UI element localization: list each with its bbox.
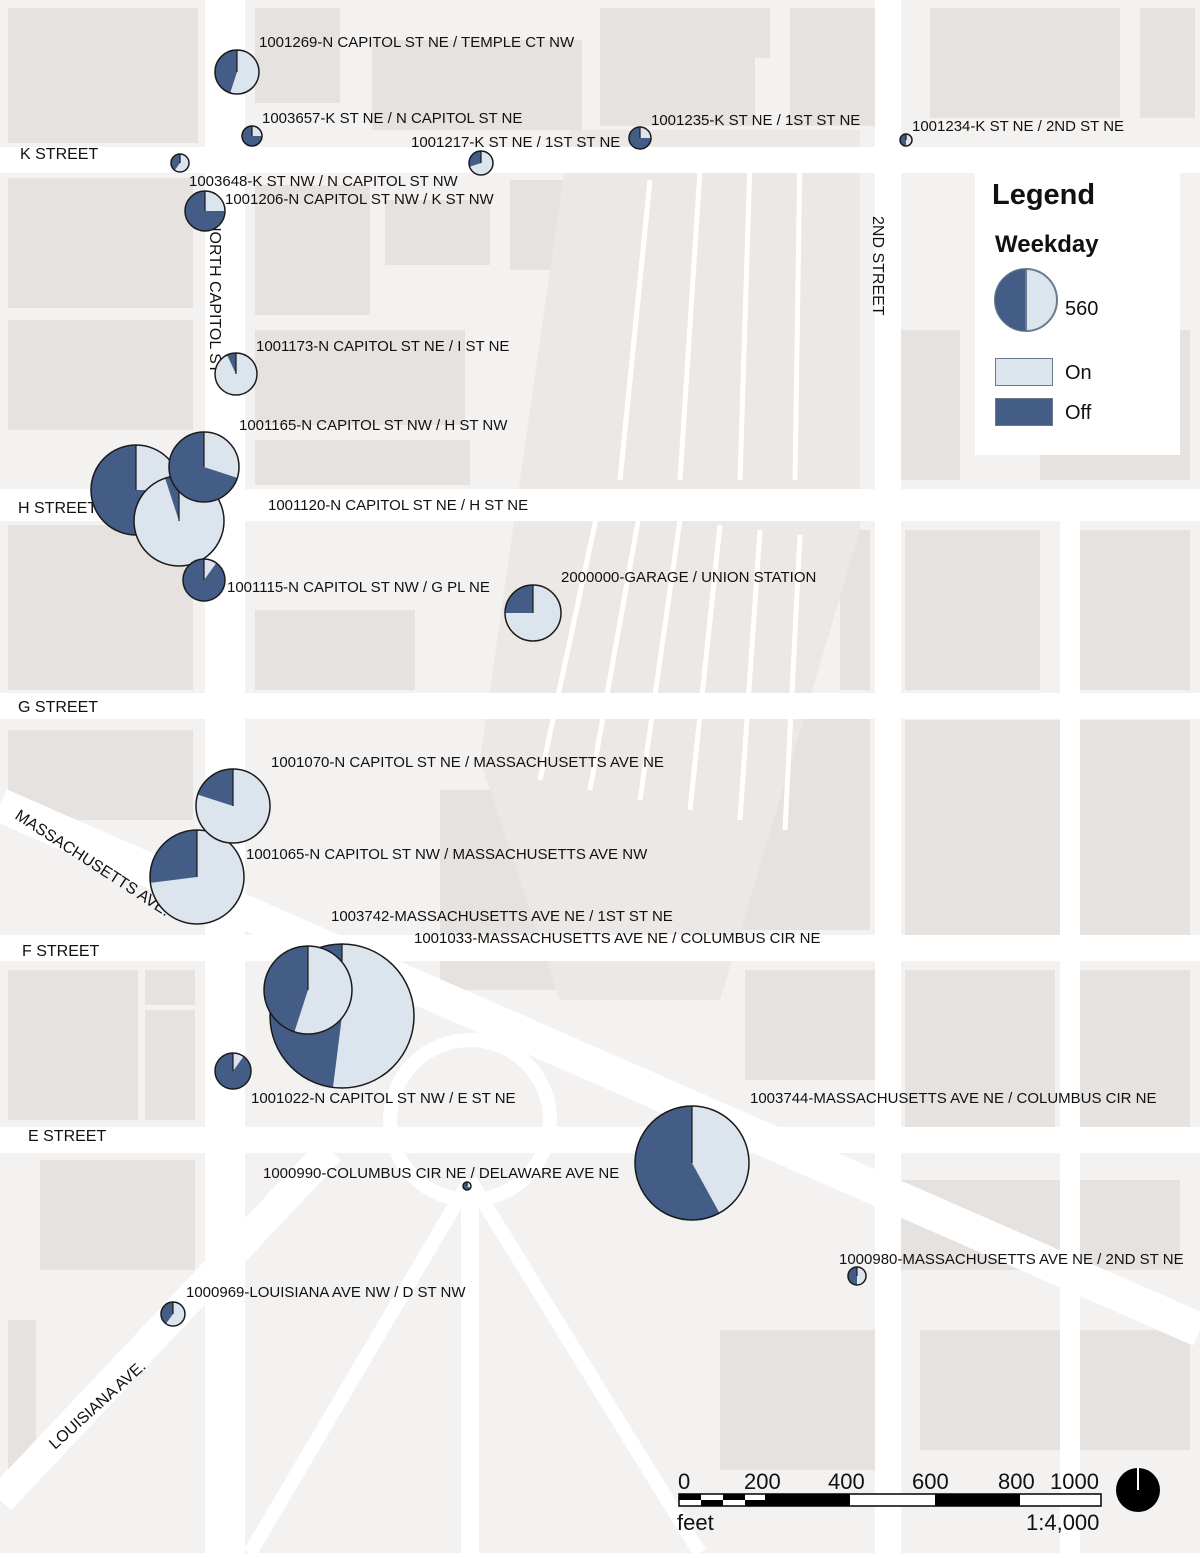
stop-label: 1000969-LOUISIANA AVE NW / D ST NW [186,1284,466,1301]
legend: Legend Weekday 560 On Off [975,165,1180,455]
scale-unit: feet [677,1510,714,1535]
stop-pie[interactable] [241,125,263,147]
stop-pie[interactable] [160,1301,186,1327]
stop-label: 1001165-N CAPITOL ST NW / H ST NW [239,417,508,434]
stop-label: 1001033-MASSACHUSETTS AVE NE / COLUMBUS … [414,930,821,947]
stop-label: 1003657-K ST NE / N CAPITOL ST NE [262,110,522,127]
north-arrow-icon [1116,1468,1160,1512]
stop-pie[interactable] [847,1266,867,1286]
stop-label: 1001173-N CAPITOL ST NE / I ST NE [256,338,509,355]
stop-label: 1003742-MASSACHUSETTS AVE NE / 1ST ST NE [331,908,673,925]
street-label-g: G STREET [18,699,98,716]
stop-label: 1001022-N CAPITOL ST NW / E ST NE [251,1090,516,1107]
street-label-f: F STREET [22,943,100,960]
street-label-north-capitol: NORTH CAPITOL ST [206,220,223,374]
stop-label: 1001065-N CAPITOL ST NW / MASSACHUSETTS … [246,846,648,863]
scale-ratio: 1:4,000 [1026,1510,1099,1535]
stop-label: 1003648-K ST NW / N CAPITOL ST NW [189,173,459,190]
legend-size-value: 560 [1065,298,1099,320]
stop-pie[interactable] [263,945,353,1035]
stop-label: 1001120-N CAPITOL ST NE / H ST NE [268,497,528,514]
legend-off-label: Off [1065,402,1092,424]
legend-off-swatch [995,398,1053,426]
scale-tick-label: 400 [828,1469,865,1494]
stop-pie[interactable] [628,126,652,150]
stop-label: 1000990-COLUMBUS CIR NE / DELAWARE AVE N… [263,1165,619,1182]
stop-label: 1001070-N CAPITOL ST NE / MASSACHUSETTS … [271,754,664,771]
rail-yard [480,130,860,1000]
scale-tick-label: 200 [744,1469,781,1494]
scale-tick-label: 800 [998,1469,1035,1494]
stop-label: 1001235-K ST NE / 1ST ST NE [651,112,860,129]
legend-title: Legend [992,179,1096,211]
scale-tick-label: 600 [912,1469,949,1494]
stop-pie[interactable] [214,1052,252,1090]
stop-label: 1001269-N CAPITOL ST NE / TEMPLE CT NW [259,34,575,51]
stop-label: 1001234-K ST NE / 2ND ST NE [912,118,1124,135]
stop-labels: 1001269-N CAPITOL ST NE / TEMPLE CT NW 1… [186,34,1184,1301]
stop-pie[interactable] [468,150,494,176]
stop-label: 1001115-N CAPITOL ST NW / G PL NE [227,579,490,596]
scale-tick-label: 0 [678,1469,690,1494]
stop-pie[interactable] [149,829,245,925]
stop-label: 1001206-N CAPITOL ST NW / K ST NW [225,191,495,208]
legend-size-pie-icon [994,268,1058,332]
stop-pie[interactable] [170,153,190,173]
stop-pie[interactable] [899,133,913,147]
stop-pie[interactable] [504,584,562,642]
stop-pie[interactable] [214,352,258,396]
stop-label: 1000980-MASSACHUSETTS AVE NE / 2ND ST NE [839,1251,1184,1268]
legend-on-label: On [1065,362,1092,384]
stop-label: 1001217-K ST NE / 1ST ST NE [411,134,620,151]
street-label-e: E STREET [28,1128,106,1145]
legend-on-swatch [995,358,1053,386]
stop-pie[interactable] [214,49,260,95]
stop-pie[interactable] [462,1181,472,1191]
legend-subtitle: Weekday [995,231,1099,258]
street-label-h: H STREET [18,500,97,517]
scale-tick-label: 1000 [1050,1469,1099,1494]
stop-label: 1003744-MASSACHUSETTS AVE NE / COLUMBUS … [750,1090,1157,1107]
scale-bar: 0 200 400 600 800 1000 feet 1:4,000 [677,1468,1160,1535]
stop-pie[interactable] [182,558,226,602]
stop-pie[interactable] [168,431,240,503]
stop-pie[interactable] [634,1105,750,1221]
stop-pie[interactable] [195,768,271,844]
street-label-k: K STREET [20,146,98,163]
stop-pie[interactable] [184,190,226,232]
ridership-pies [90,49,913,1327]
street-label-2nd: 2ND STREET [869,216,886,316]
stop-label: 2000000-GARAGE / UNION STATION [561,569,816,586]
